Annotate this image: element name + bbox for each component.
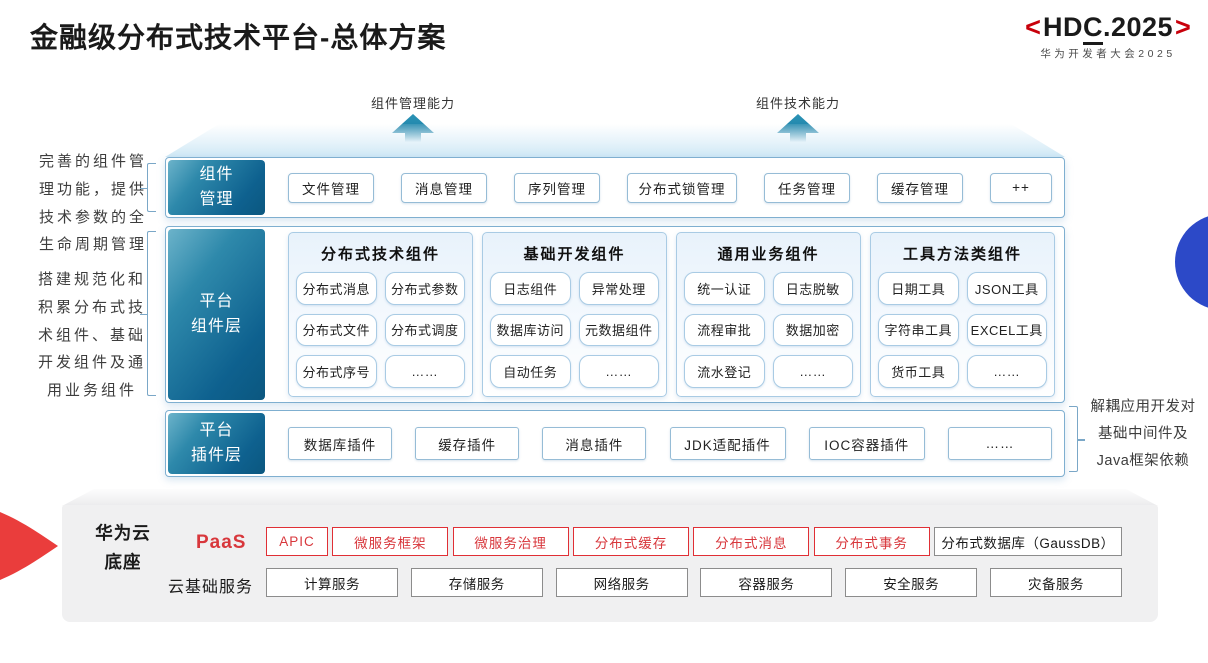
management-item: 缓存管理	[877, 172, 963, 203]
note-plugins: 解耦应用开发对 基础中间件及 Java框架依赖	[1090, 399, 1196, 469]
layer-label-plugins: 平台 插件层	[168, 413, 265, 474]
layer-label-components: 平台 组件层	[168, 229, 265, 400]
iaas-item: 网络服务	[555, 568, 688, 597]
group-tools: 工具方法类组件 日期工具 JSON工具 字符串工具 EXCEL工具 货币工具 ……	[870, 232, 1055, 397]
plugin-item: 数据库插件	[288, 427, 392, 460]
page-title: 金融级分布式技术平台-总体方案	[30, 22, 447, 53]
component-item: 分布式参数	[384, 272, 465, 305]
component-groups: 分布式技术组件 分布式消息 分布式参数 分布式文件 分布式调度 分布式序号 ………	[288, 232, 1055, 397]
component-item: 元数据组件	[578, 313, 659, 347]
note-management: 完善的组件管 理功能，提供 技术参数的全 生命周期管理	[38, 153, 147, 254]
plugin-item: 消息插件	[542, 427, 647, 460]
plugin-items: 数据库插件 缓存插件 消息插件 JDK适配插件 IOC容器插件 ……	[288, 411, 1052, 476]
hdc-name-post: .2025	[1102, 12, 1174, 42]
component-item: 数据库访问	[490, 313, 571, 347]
capability-management-label: 组件管理能力	[370, 96, 455, 111]
hdc-name-c: C	[1082, 12, 1103, 45]
iaas-item: 存储服务	[410, 568, 543, 597]
paas-item: 微服务框架	[332, 527, 449, 556]
component-item: 货币工具	[878, 355, 959, 388]
management-item: 消息管理	[401, 172, 487, 203]
group-title: 工具方法类组件	[902, 246, 1022, 263]
component-item: EXCEL工具	[966, 313, 1047, 347]
hdc-left-bracket-icon: <	[1025, 12, 1041, 42]
iaas-label: 云基础服务	[168, 579, 254, 596]
management-item: ++	[990, 172, 1052, 203]
component-item: ……	[772, 355, 853, 388]
right-bracket-row3	[1069, 406, 1085, 472]
paas-item-gaussdb: 分布式数据库（GaussDB）	[933, 527, 1122, 556]
component-item: 分布式消息	[296, 272, 377, 305]
group-title: 分布式技术组件	[320, 246, 440, 263]
red-wedge-icon	[0, 512, 58, 580]
iaas-item: 容器服务	[700, 568, 833, 597]
component-item: 日志脱敏	[772, 272, 853, 305]
paas-item: APIC	[266, 527, 328, 556]
group-distributed: 分布式技术组件 分布式消息 分布式参数 分布式文件 分布式调度 分布式序号 ……	[288, 232, 473, 397]
component-item: 分布式调度	[384, 313, 465, 347]
foundation-label: 华为云 底座	[95, 523, 151, 572]
foundation-top-face	[62, 489, 1158, 506]
layer-label-management: 组件 管理	[168, 160, 265, 215]
component-item: 分布式序号	[296, 355, 377, 388]
component-item: ……	[966, 355, 1047, 388]
plugin-item: 缓存插件	[415, 427, 520, 460]
iaas-row: 计算服务 存储服务 网络服务 容器服务 安全服务 灾备服务	[266, 568, 1122, 597]
layer-component-management: 组件 管理 文件管理 消息管理 序列管理 分布式锁管理 任务管理 缓存管理 ++	[165, 157, 1065, 218]
paas-item: 微服务治理	[452, 527, 569, 556]
iaas-item: 安全服务	[845, 568, 978, 597]
iaas-item: 计算服务	[266, 568, 398, 597]
component-item: 异常处理	[578, 272, 659, 305]
left-bracket-row1	[140, 163, 156, 212]
group-title: 通用业务组件	[717, 246, 820, 263]
component-item: 字符串工具	[878, 313, 959, 347]
iaas-item: 灾备服务	[989, 568, 1122, 597]
component-item: ……	[578, 355, 659, 388]
blue-circle-decoration	[1175, 214, 1208, 310]
component-item: 日期工具	[878, 272, 959, 305]
component-item: 统一认证	[684, 272, 765, 305]
group-grid: 分布式消息 分布式参数 分布式文件 分布式调度 分布式序号 ……	[296, 272, 465, 388]
paas-row: APIC 微服务框架 微服务治理 分布式缓存 分布式消息 分布式事务 分布式数据…	[266, 527, 1122, 556]
component-item: ……	[384, 355, 465, 388]
group-grid: 日期工具 JSON工具 字符串工具 EXCEL工具 货币工具 ……	[878, 272, 1047, 388]
component-item: 数据加密	[772, 313, 853, 347]
plugin-item: IOC容器插件	[808, 427, 925, 460]
capability-technology-label: 组件技术能力	[755, 96, 840, 111]
component-item: 流水登记	[684, 355, 765, 388]
layer-platform-components: 平台 组件层 分布式技术组件 分布式消息 分布式参数 分布式文件 分布式调度 分…	[165, 226, 1065, 403]
foundation-box	[62, 505, 1158, 622]
group-title: 基础开发组件	[523, 246, 626, 263]
paas-item: 分布式缓存	[572, 527, 689, 556]
plugin-item: ……	[947, 427, 1052, 460]
management-item: 文件管理	[288, 172, 374, 203]
group-basic-dev: 基础开发组件 日志组件 异常处理 数据库访问 元数据组件 自动任务 ……	[482, 232, 667, 397]
hdc-logo: < HDC.2025 > 华为开发者大会2025	[1008, 12, 1208, 61]
layer-platform-plugins: 平台 插件层 数据库插件 缓存插件 消息插件 JDK适配插件 IOC容器插件 ……	[165, 410, 1065, 477]
hdc-right-bracket-icon: >	[1175, 12, 1191, 42]
management-item: 任务管理	[764, 172, 850, 203]
management-items: 文件管理 消息管理 序列管理 分布式锁管理 任务管理 缓存管理 ++	[288, 158, 1052, 217]
left-bracket-row2	[140, 231, 156, 396]
platform-top-face	[165, 124, 1065, 157]
hdc-logo-main: < HDC.2025 >	[1008, 12, 1208, 45]
group-grid: 统一认证 日志脱敏 流程审批 数据加密 流水登记 ……	[684, 272, 853, 388]
group-common-business: 通用业务组件 统一认证 日志脱敏 流程审批 数据加密 流水登记 ……	[676, 232, 861, 397]
management-item: 序列管理	[514, 172, 600, 203]
component-item: 自动任务	[490, 355, 571, 388]
management-item: 分布式锁管理	[627, 172, 737, 203]
note-components: 搭建规范化和 积累分布式技 术组件、基础 开发组件及通 用业务组件	[37, 271, 146, 399]
hdc-name-pre: HD	[1042, 12, 1083, 42]
paas-item: 分布式消息	[693, 527, 810, 556]
paas-label: PaaS	[196, 532, 247, 553]
plugin-item: JDK适配插件	[669, 427, 786, 460]
hdc-logo-text: HDC.2025	[1042, 12, 1174, 45]
component-item: 分布式文件	[296, 313, 377, 347]
component-item: 日志组件	[490, 272, 571, 305]
paas-item: 分布式事务	[813, 527, 930, 556]
group-grid: 日志组件 异常处理 数据库访问 元数据组件 自动任务 ……	[490, 272, 659, 388]
hdc-logo-subtitle: 华为开发者大会2025	[1040, 48, 1176, 60]
component-item: 流程审批	[684, 313, 765, 347]
component-item: JSON工具	[966, 272, 1047, 305]
